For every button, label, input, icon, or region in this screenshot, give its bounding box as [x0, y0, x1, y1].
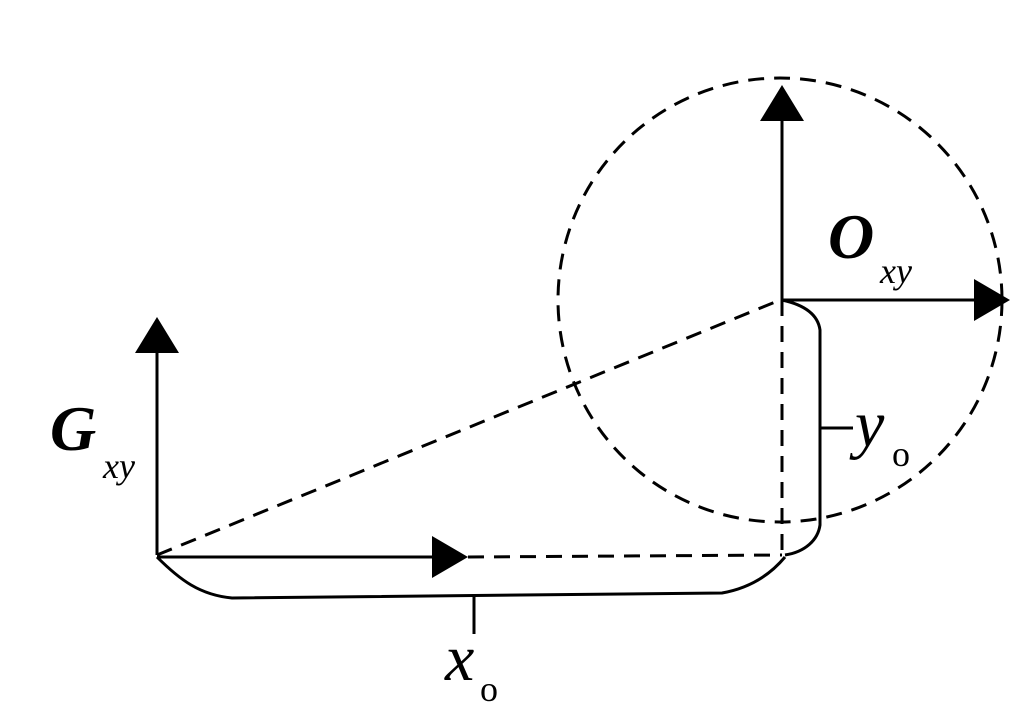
- o-frame-y-axis: [760, 85, 804, 300]
- y-offset-brace: [781, 298, 853, 557]
- g-x-arrowhead: [432, 536, 468, 578]
- dashed-connector-line: [156, 298, 781, 557]
- x-offset-label: x: [444, 622, 474, 695]
- dashed-horizontal-line: [467, 553, 783, 559]
- o-frame-x-axis: [782, 279, 1010, 321]
- x-offset-brace: [155, 555, 787, 634]
- o-frame-subscript: xy: [879, 251, 912, 291]
- o-y-arrowhead: [760, 85, 804, 121]
- x-offset-subscript: o: [480, 669, 498, 709]
- g-frame-y-axis: [135, 317, 179, 555]
- y-offset-label: y: [849, 388, 885, 461]
- o-frame-label: O: [828, 201, 874, 272]
- g-frame-x-axis: [157, 536, 468, 578]
- y-offset-subscript: o: [892, 434, 910, 474]
- g-y-arrowhead: [135, 317, 179, 353]
- o-x-arrowhead: [974, 279, 1010, 321]
- g-frame-label: G: [50, 393, 96, 464]
- g-frame-subscript: xy: [102, 446, 135, 486]
